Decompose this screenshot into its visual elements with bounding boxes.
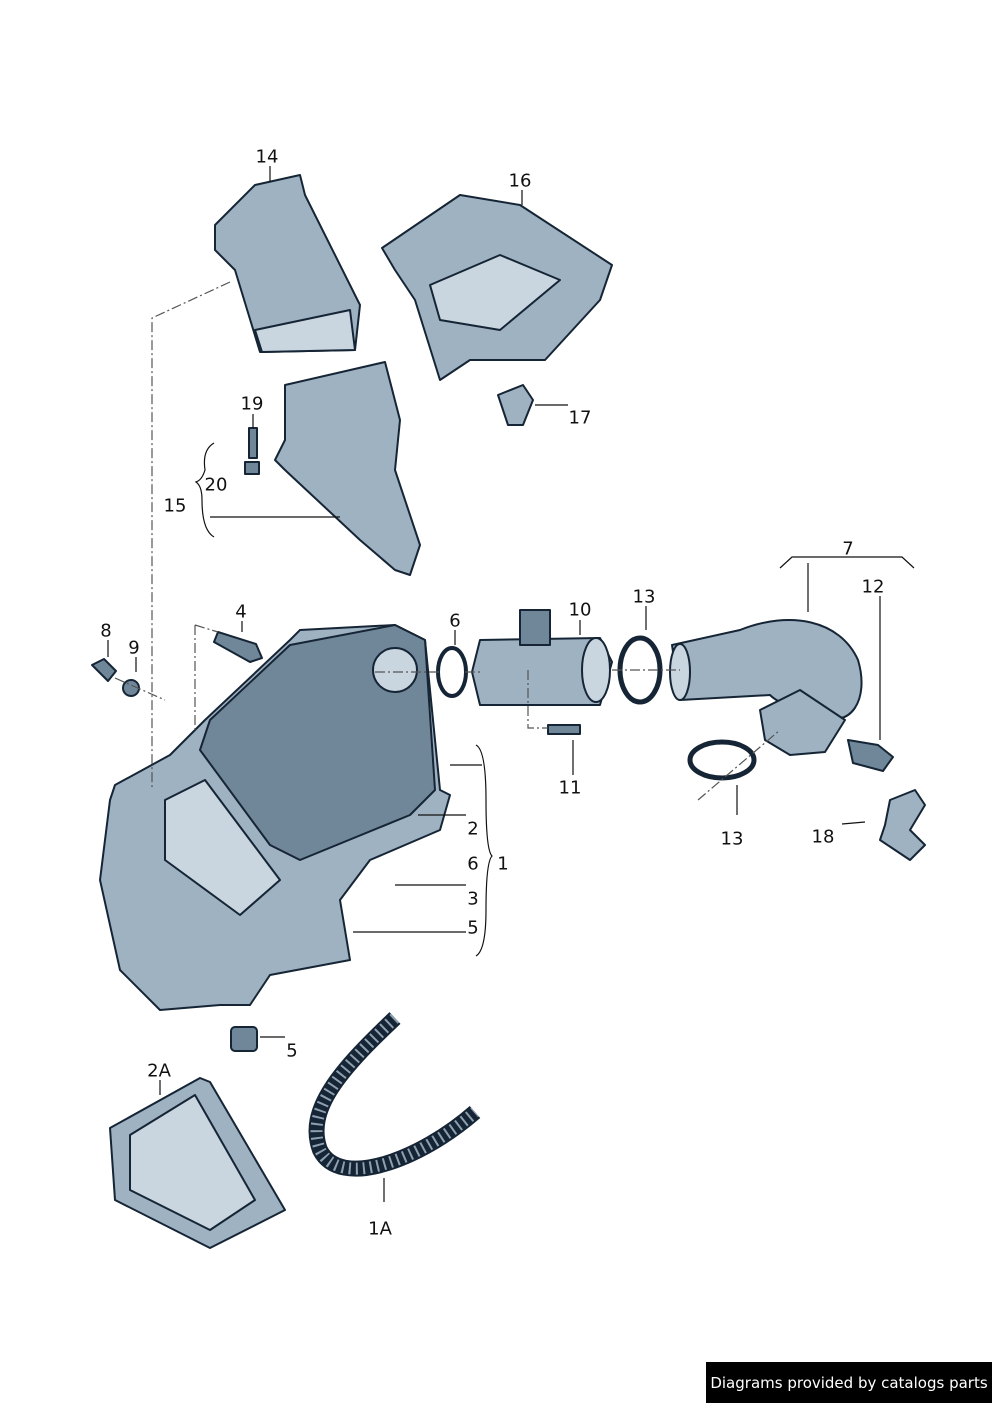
- callout-13[interactable]: 13: [632, 586, 656, 608]
- callout-13[interactable]: 13: [720, 828, 744, 850]
- part-14-intake-duct[interactable]: [214, 174, 361, 353]
- callout-14[interactable]: 14: [255, 146, 279, 168]
- part-18-hose[interactable]: [879, 789, 926, 861]
- part-19-screw[interactable]: [248, 427, 258, 459]
- callout-7[interactable]: 7: [842, 538, 854, 560]
- callout-2a[interactable]: 2A: [147, 1060, 171, 1082]
- part-10-air-mass-meter[interactable]: [471, 609, 613, 706]
- seal-strip-texture: [310, 1013, 479, 1175]
- callout-10[interactable]: 10: [568, 599, 592, 621]
- part-1-air-filter-housing[interactable]: [99, 624, 451, 1011]
- callout-1[interactable]: 1: [497, 853, 509, 875]
- callout-4[interactable]: 4: [235, 601, 247, 623]
- callout-2[interactable]: 2: [467, 818, 479, 840]
- callout-3[interactable]: 3: [467, 888, 479, 910]
- footer-text: Diagrams provided by catalogs parts: [710, 1373, 988, 1392]
- callout-5[interactable]: 5: [467, 917, 479, 939]
- part-6-o-ring[interactable]: [436, 646, 468, 698]
- part-11-screw[interactable]: [547, 724, 581, 735]
- callout-6[interactable]: 6: [467, 853, 479, 875]
- callout-20[interactable]: 20: [204, 474, 228, 496]
- callout-19[interactable]: 19: [240, 393, 264, 415]
- part-7-intake-hose[interactable]: [669, 619, 863, 756]
- part-17-clip[interactable]: [497, 384, 534, 426]
- part-1A-seal-strip[interactable]: [308, 1012, 481, 1177]
- part-5-rubber-mount[interactable]: [230, 1026, 258, 1052]
- part-20-nut[interactable]: [244, 461, 260, 475]
- callout-16[interactable]: 16: [508, 170, 532, 192]
- callout-8[interactable]: 8: [100, 620, 112, 642]
- callout-17[interactable]: 17: [568, 407, 592, 429]
- footer-credit: Diagrams provided by catalogs parts: [706, 1362, 992, 1403]
- part-13-hose-clamp[interactable]: [687, 739, 757, 781]
- part-12-valve[interactable]: [847, 739, 894, 772]
- part-15-duct[interactable]: [274, 361, 421, 576]
- callout-9[interactable]: 9: [128, 637, 140, 659]
- callout-1a[interactable]: 1A: [368, 1218, 392, 1240]
- callout-12[interactable]: 12: [861, 576, 885, 598]
- part-4-bolt[interactable]: [213, 631, 263, 663]
- callout-18[interactable]: 18: [811, 826, 835, 848]
- callout-15[interactable]: 15: [163, 495, 187, 517]
- callout-5[interactable]: 5: [286, 1040, 298, 1062]
- part-8-bolt[interactable]: [91, 658, 117, 682]
- part-16-cover[interactable]: [381, 194, 613, 381]
- callout-11[interactable]: 11: [558, 777, 582, 799]
- part-2A-intake-funnel[interactable]: [109, 1077, 286, 1249]
- callout-6[interactable]: 6: [449, 610, 461, 632]
- leader-lines: [107, 166, 915, 1202]
